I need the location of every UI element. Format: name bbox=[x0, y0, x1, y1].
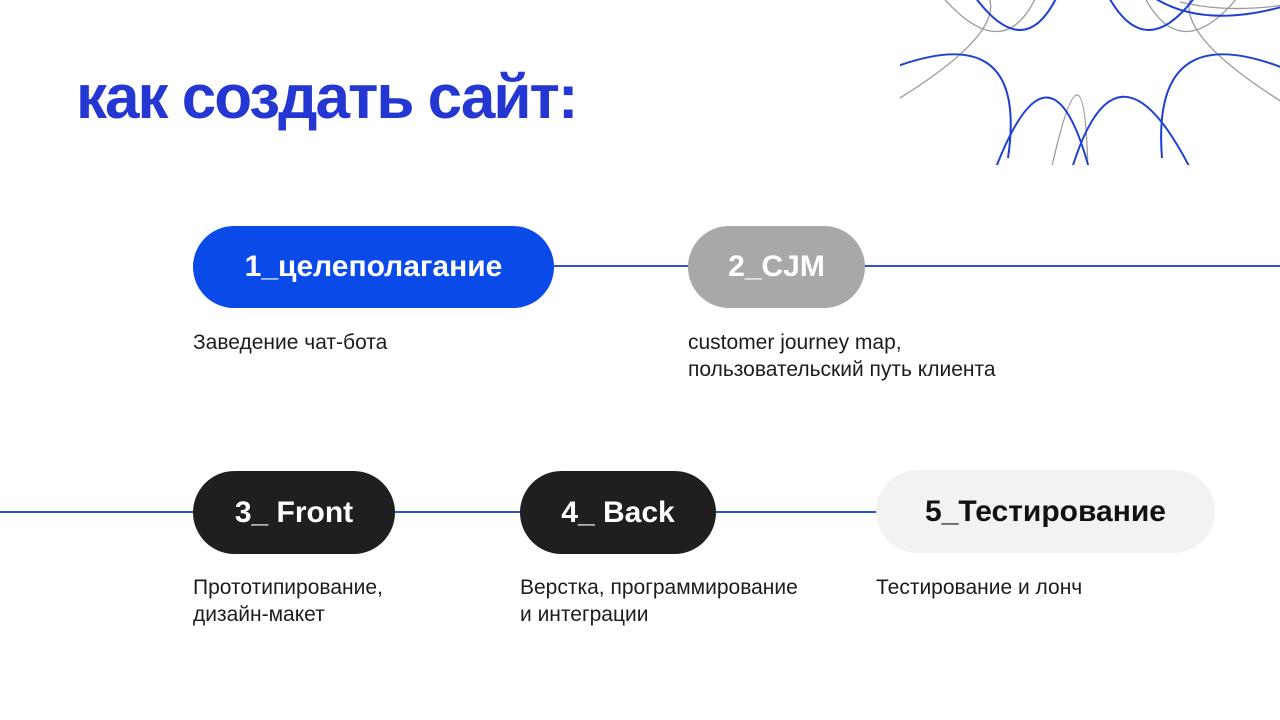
step-pill-goal-label: 1_целеполагание bbox=[244, 250, 503, 283]
slide-title: как создать сайт: bbox=[76, 63, 579, 132]
step-pill-cjm: 2_CJM bbox=[688, 226, 865, 308]
step-description-cjm: customer journey map, пользовательский п… bbox=[688, 331, 996, 381]
step-pill-goal: 1_целеполагание bbox=[193, 226, 554, 308]
step-pill-cjm-label: 2_CJM bbox=[728, 250, 825, 283]
step-pill-testing-label: 5_Тестирование bbox=[925, 494, 1166, 528]
burst-decoration-graphic bbox=[900, 0, 1280, 165]
step-description-testing: Тестирование и лонч bbox=[876, 576, 1083, 599]
step-description-goal: Заведение чат-бота bbox=[193, 331, 388, 354]
connector-line-row2 bbox=[0, 511, 878, 513]
step-pill-testing: 5_Тестирование bbox=[876, 470, 1215, 553]
connector-line-row1 bbox=[554, 265, 1280, 267]
step-description-front: Прототипирование, дизайн-макет bbox=[193, 576, 383, 626]
step-pill-front: 3_ Front bbox=[193, 471, 395, 554]
step-pill-back: 4_ Back bbox=[520, 471, 716, 554]
step-pill-back-label: 4_ Back bbox=[561, 495, 675, 529]
step-description-back: Верстка, программирование и интеграции bbox=[520, 576, 798, 626]
step-pill-front-label: 3_ Front bbox=[234, 495, 354, 529]
